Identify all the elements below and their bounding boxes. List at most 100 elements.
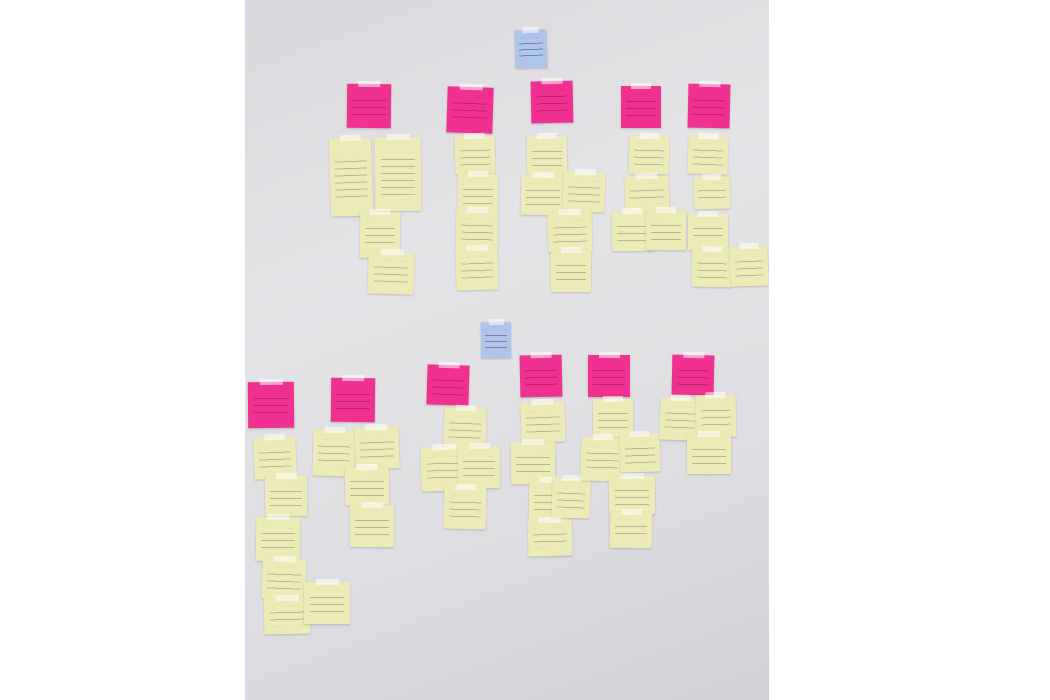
yellow-sticky-note [551,477,591,519]
handwriting-scribble [516,451,550,475]
yellow-sticky-note [458,443,500,488]
handwriting-scribble [355,514,389,538]
handwriting-scribble [380,153,416,195]
handwriting-scribble [614,484,650,506]
handwriting-scribble [553,220,587,244]
yellow-sticky-note [520,401,566,443]
handwriting-scribble [597,407,629,429]
handwriting-scribble [535,89,569,115]
yellow-sticky-note [580,436,624,482]
pink-sticky-note [346,83,392,129]
handwriting-scribble [676,363,710,387]
yellow-sticky-note [367,251,415,295]
pink-sticky-note [621,83,661,128]
yellow-sticky-note [527,519,573,557]
handwriting-scribble [524,363,558,389]
handwriting-scribble [625,95,657,119]
handwriting-scribble [734,254,764,278]
handwriting-scribble [556,486,586,510]
handwriting-scribble [460,218,494,242]
yellow-sticky-note [687,431,731,474]
yellow-sticky-note [619,433,661,473]
pink-sticky-note [446,86,494,134]
handwriting-scribble [696,257,728,279]
handwriting-scribble [253,391,289,419]
handwriting-scribble [526,183,560,207]
handwriting-scribble [269,605,305,627]
handwriting-scribble [359,435,395,461]
handwriting-scribble [650,218,682,242]
handwriting-scribble [692,221,724,243]
yellow-sticky-note [349,504,395,548]
handwriting-scribble [431,373,465,397]
yellow-sticky-note [443,486,487,530]
handwriting-scribble [525,410,561,434]
handwriting-scribble [452,96,488,124]
handwriting-scribble [350,475,384,497]
handwriting-scribble [555,259,587,283]
handwriting-scribble [373,260,409,286]
yellow-sticky-note [691,248,733,288]
handwriting-scribble [533,527,567,549]
yellow-sticky-note [551,247,591,292]
blue-sticky-note [480,321,512,359]
handwriting-scribble [352,93,386,119]
pink-sticky-note [519,354,563,398]
yellow-sticky-note [729,245,769,287]
handwriting-scribble [614,519,648,541]
yellow-sticky-note [593,396,633,437]
handwriting-scribble [317,439,351,467]
yellow-sticky-note [628,135,670,175]
yellow-sticky-note [304,579,350,624]
handwriting-scribble [692,442,726,466]
handwriting-scribble [692,143,724,167]
yellow-sticky-note [344,466,390,506]
yellow-sticky-note [374,136,422,212]
pink-sticky-note [530,80,574,124]
pink-sticky-note [247,381,295,429]
handwriting-scribble [364,221,396,249]
handwriting-scribble [531,144,563,168]
handwriting-scribble [266,567,302,591]
handwriting-scribble [624,441,656,465]
handwriting-scribble [692,93,726,119]
handwriting-scribble [700,403,732,429]
yellow-sticky-note [264,475,308,517]
handwriting-scribble [460,256,494,282]
pink-sticky-note [671,354,715,396]
handwriting-scribble [258,445,292,471]
handwriting-scribble [336,387,370,413]
handwriting-scribble [585,446,619,472]
yellow-sticky-note [526,135,568,177]
handwriting-scribble [484,329,508,351]
handwriting-scribble [448,416,482,442]
handwriting-scribble [629,183,665,205]
handwriting-scribble [567,180,601,204]
yellow-sticky-note [454,135,496,175]
handwriting-scribble [698,183,726,203]
yellow-sticky-note [693,176,731,210]
yellow-sticky-note [609,511,653,549]
handwriting-scribble [448,495,482,521]
handwriting-scribble [518,37,544,61]
handwriting-scribble [334,154,368,200]
yellow-sticky-note [261,558,307,600]
handwriting-scribble [664,406,696,432]
handwriting-scribble [269,484,303,508]
handwriting-scribble [593,364,625,388]
handwriting-scribble [459,144,491,166]
pink-sticky-note [426,364,470,406]
yellow-sticky-note [255,516,301,562]
handwriting-scribble [462,182,494,206]
handwriting-scribble [309,591,345,615]
wall-photo [245,0,769,700]
pink-sticky-note [687,83,731,129]
yellow-sticky-note [562,171,606,213]
handwriting-scribble [633,144,665,166]
handwriting-scribble [463,455,495,479]
yellow-sticky-note [687,135,729,175]
yellow-sticky-note [328,137,374,217]
yellow-sticky-note [645,209,687,251]
pink-sticky-note [588,352,630,397]
handwriting-scribble [616,219,648,243]
